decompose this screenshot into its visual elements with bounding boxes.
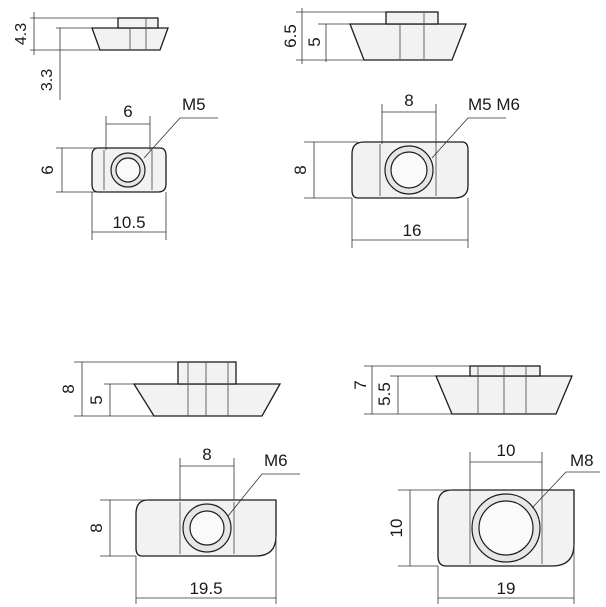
nut-3-base-height-label: 5	[87, 395, 106, 404]
nut-1-total-height-label: 4.3	[13, 23, 30, 45]
nut-4-base-height-label: 5.5	[375, 382, 394, 406]
nut-3-side-profile	[132, 383, 282, 417]
nut-3: 8 5 8 8 19.5 M6	[59, 361, 300, 604]
nut-4-total-height-label: 7	[351, 380, 370, 389]
nut-3-length-label: 19.5	[189, 579, 222, 598]
nut-1-length-label: 10.5	[112, 213, 145, 232]
nut-1-top-view: 6 6 10.5 M5	[38, 95, 218, 240]
nut-2-total-height-label: 6.5	[281, 24, 300, 48]
nut-2-length-label: 16	[403, 221, 422, 240]
nut-2-top-view: 8 8 16 M5 M6	[291, 91, 520, 248]
nut-1-side-view: 4.3 3.3	[13, 12, 169, 100]
nut-4-top-view: 10 10 19 M8	[387, 441, 600, 604]
nut-3-side-view: 8 5	[59, 361, 282, 417]
nut-1-width-label: 6	[38, 165, 57, 174]
nut-1-thread-label: M5	[182, 95, 206, 114]
nut-2-side-profile	[349, 23, 467, 61]
nut-4: 7 5.5 10 10 19 M8	[351, 365, 600, 604]
nut-2-thread-label: M5 M6	[468, 95, 520, 114]
nut-3-width-label: 8	[87, 523, 106, 532]
nut-2-width-label: 8	[291, 165, 310, 174]
nut-2-base-height-label: 5	[305, 37, 324, 46]
nut-1-side-top-step	[117, 17, 159, 29]
nut-3-side-top-step	[177, 361, 237, 385]
nut-2-hole-spacing-label: 8	[404, 91, 413, 110]
nut-4-width-label: 10	[387, 519, 406, 538]
nut-4-length-label: 19	[497, 579, 516, 598]
nut-4-side-top-step	[469, 365, 541, 377]
nut-2-side-view: 6.5 5	[281, 8, 467, 64]
nut-3-total-height-label: 8	[59, 384, 78, 393]
nut-1-base-height-label: 3.3	[39, 69, 56, 91]
nut-2-side-top-step	[385, 11, 439, 25]
nut-3-top-view: 8 8 19.5 M6	[87, 445, 300, 604]
nut-1-hole-spacing-label: 6	[123, 102, 132, 121]
nut-3-thread-label: M6	[264, 451, 288, 470]
nut-4-hole-spacing-label: 10	[497, 441, 516, 460]
nut-4-thread-label: M8	[570, 451, 594, 470]
nut-3-hole-spacing-label: 8	[202, 445, 211, 464]
nut-4-side-view: 7 5.5	[351, 365, 573, 415]
nut-1: 4.3 3.3 6 6 10.5 M5	[13, 12, 218, 240]
nut-2: 6.5 5 8 8 16 M5 M6	[281, 8, 520, 248]
